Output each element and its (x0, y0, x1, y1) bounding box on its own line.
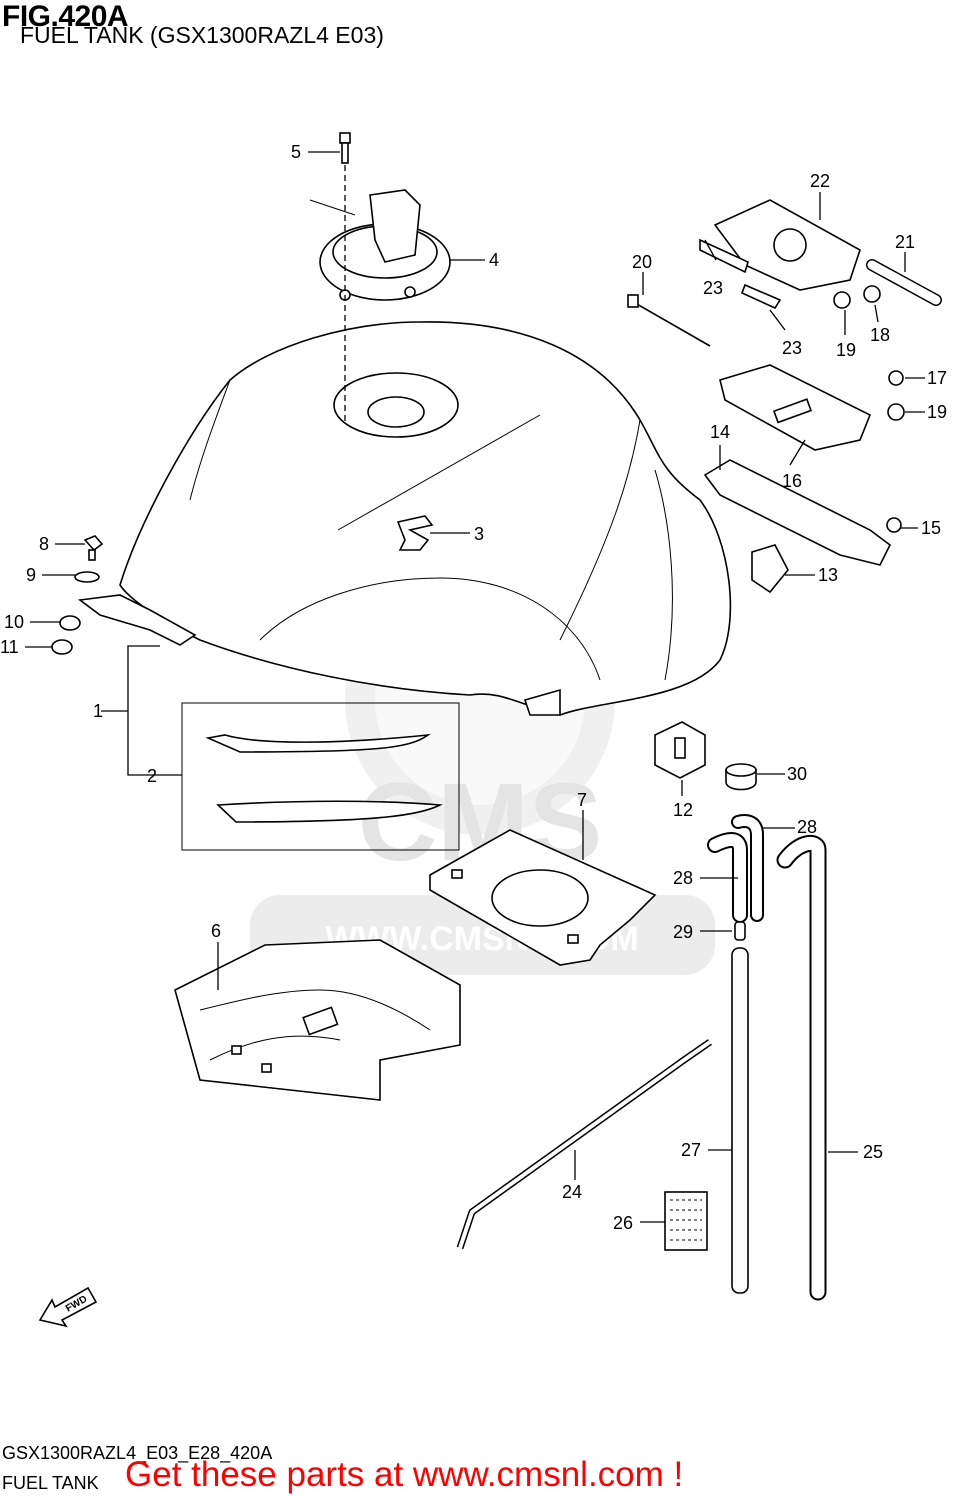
callout-1: 1 (93, 701, 103, 721)
callout-20: 20 (632, 252, 652, 272)
callout-19b: 19 (927, 402, 947, 422)
rear-bracket (699, 199, 892, 566)
callout-28b: 28 (673, 868, 693, 888)
figure-subtitle: FUEL TANK (GSX1300RAZL4 E03) (20, 22, 384, 48)
hoses (707, 814, 827, 1301)
callout-4: 4 (489, 250, 499, 270)
callout-28a: 28 (797, 817, 817, 837)
rod-21 (866, 259, 942, 306)
callout-26: 26 (613, 1213, 633, 1233)
callout-12: 12 (673, 800, 693, 820)
callout-25: 25 (863, 1142, 883, 1162)
callout-9: 9 (26, 565, 36, 585)
callout-11: 11 (0, 637, 19, 657)
leader-lines (25, 151, 925, 1223)
collar-30 (725, 763, 757, 791)
callout-30: 30 (787, 764, 807, 784)
callout-8: 8 (39, 534, 49, 554)
callout-3: 3 (474, 524, 484, 544)
fasteners (51, 285, 905, 655)
callouts: 1 2 3 4 5 6 7 8 9 10 11 12 13 14 15 16 1… (0, 142, 947, 1233)
label-26 (664, 1191, 708, 1251)
callout-6: 6 (211, 921, 221, 941)
figure-number: FIG.420A (2, 0, 129, 33)
emblem (396, 515, 434, 551)
clamp-12 (654, 721, 706, 779)
callout-2: 2 (147, 766, 157, 786)
diagram-name: FUEL TANK (2, 1473, 99, 1493)
fuel-tank (77, 321, 732, 716)
callout-27: 27 (681, 1140, 701, 1160)
callout-5: 5 (291, 142, 301, 162)
callout-24: 24 (562, 1182, 582, 1202)
forward-arrow-icon: FWD (38, 1286, 98, 1328)
fuel-cap (309, 189, 451, 301)
callout-29: 29 (673, 922, 693, 942)
callout-19a: 19 (836, 340, 856, 360)
callout-13: 13 (818, 565, 838, 585)
bolt-5 (339, 132, 351, 164)
promo-link[interactable]: Get these parts at www.cmsnl.com ! (125, 1455, 684, 1494)
callout-15: 15 (921, 518, 941, 538)
diagram-code: GSX1300RAZL4_E03_E28_420A (2, 1443, 273, 1463)
long-bolt-20 (627, 294, 711, 347)
tray-7 (429, 829, 657, 966)
callout-14: 14 (710, 422, 730, 442)
callout-16: 16 (782, 471, 802, 491)
callout-22: 22 (810, 171, 830, 191)
callout-18: 18 (870, 325, 890, 345)
callout-23b: 23 (782, 338, 802, 358)
pipe-24 (456, 1039, 712, 1250)
cushion-13 (751, 544, 789, 594)
callout-21: 21 (895, 232, 915, 252)
callout-7: 7 (577, 790, 587, 810)
callout-10: 10 (4, 612, 24, 632)
callout-23a: 23 (703, 278, 723, 298)
tank-pads (181, 702, 460, 851)
cover-6 (174, 939, 461, 1101)
callout-17: 17 (927, 368, 947, 388)
